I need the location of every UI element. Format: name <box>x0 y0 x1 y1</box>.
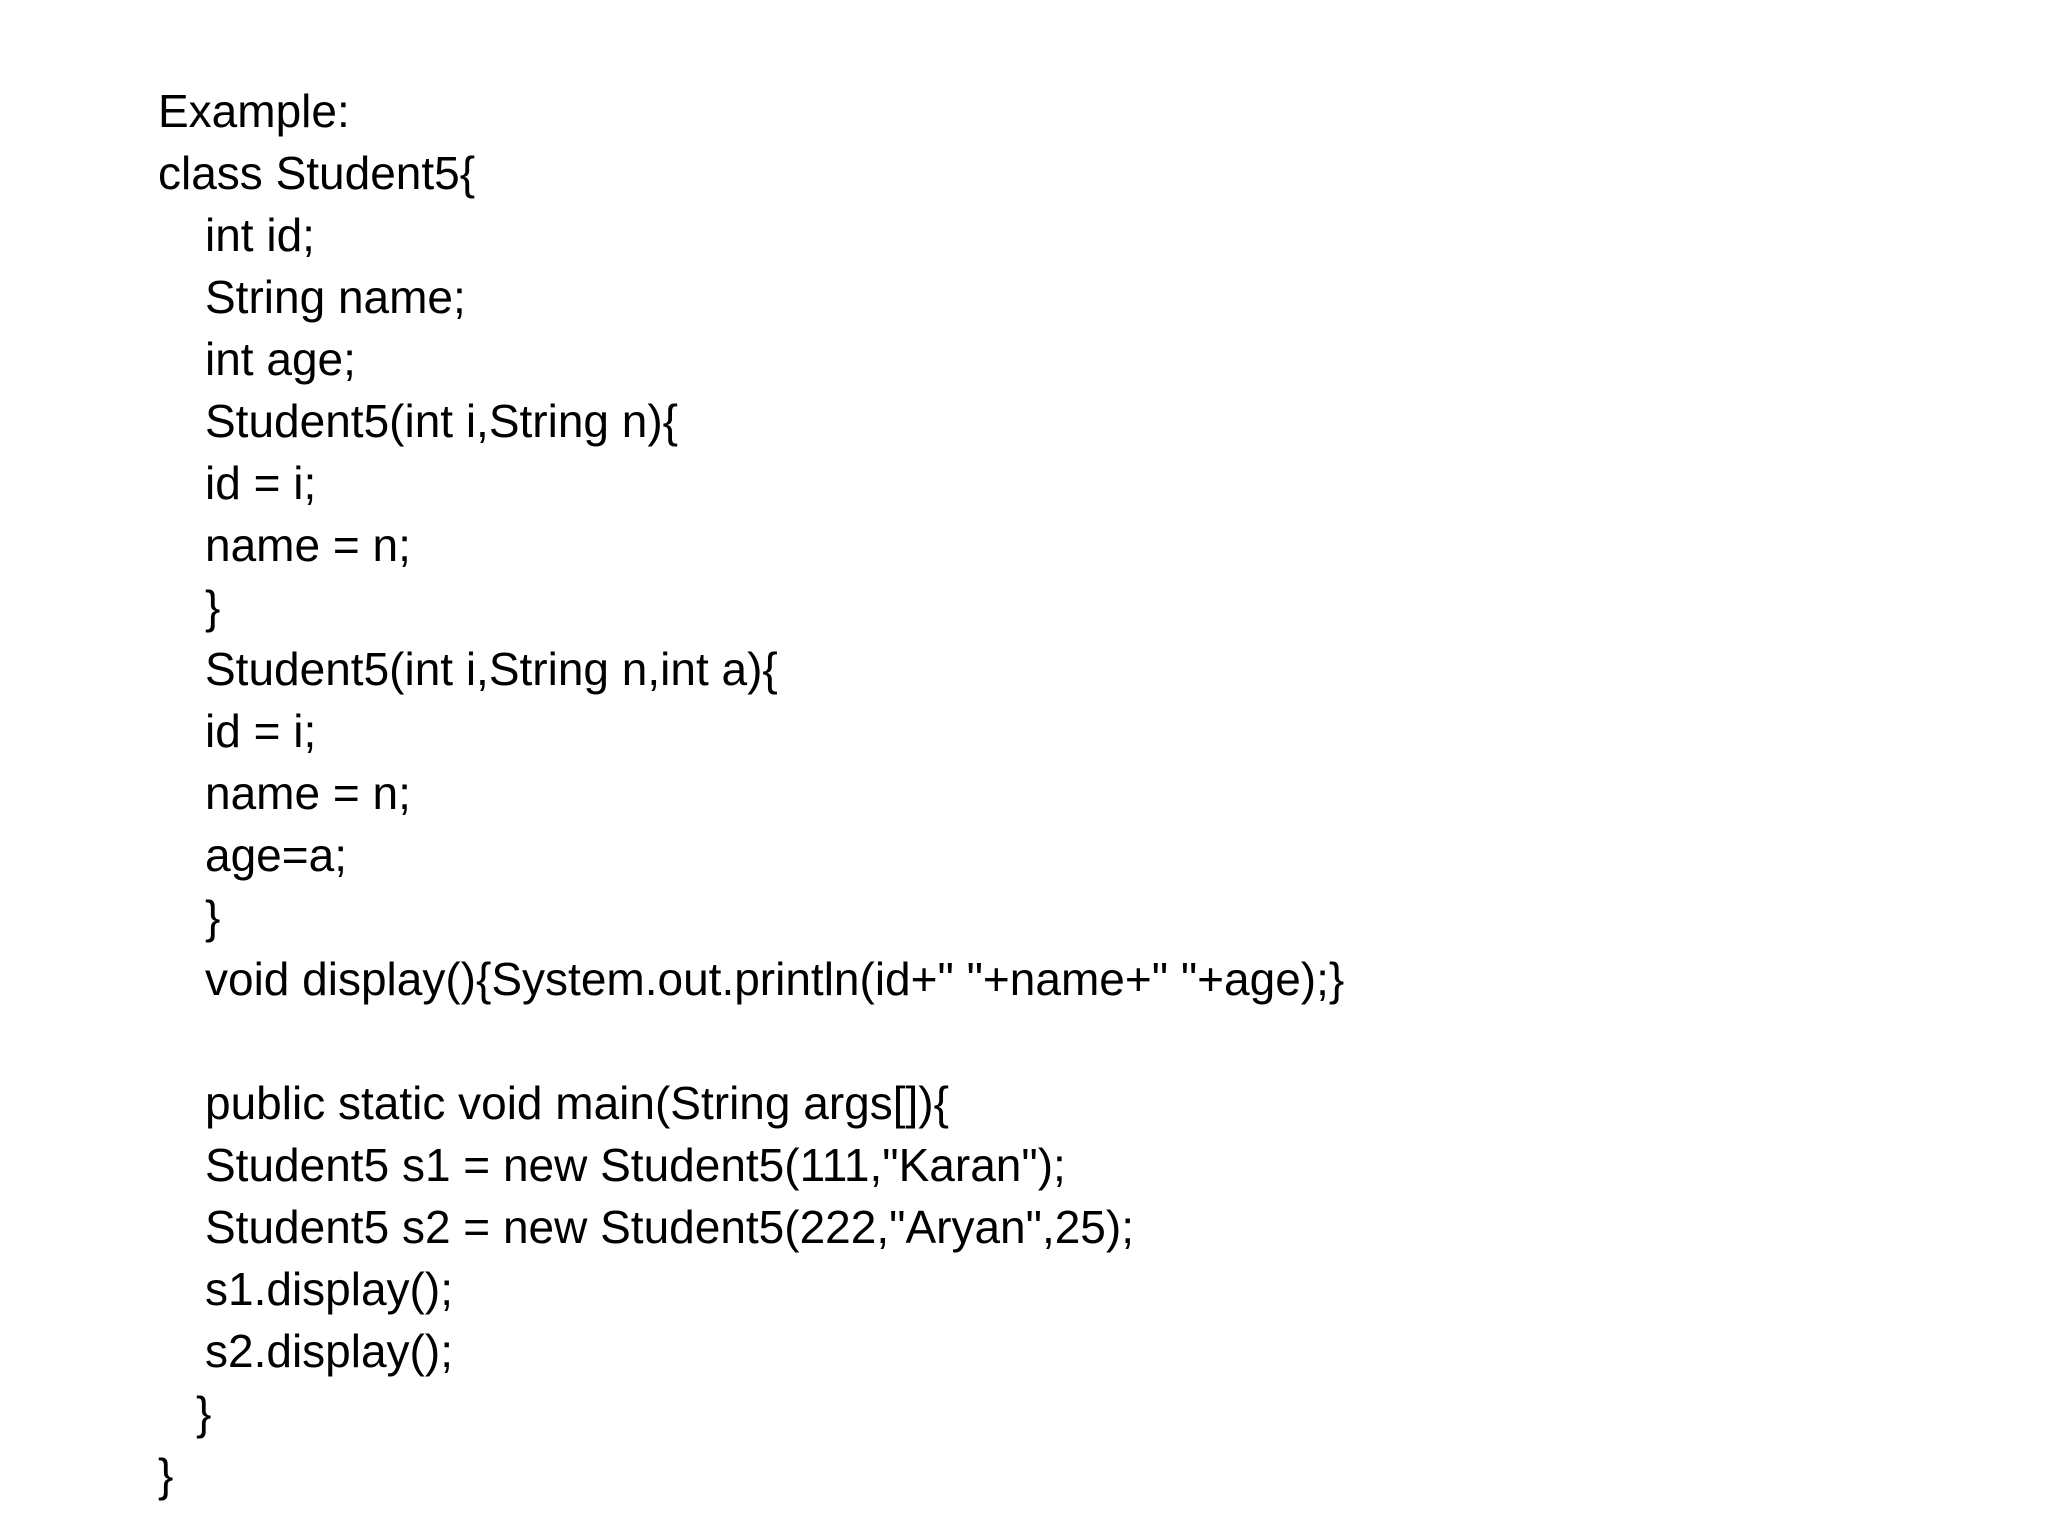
code-line-field-age: int age; <box>205 333 356 385</box>
code-line-assign-id: id = i; <box>205 457 317 509</box>
code-line-class-declaration: class Student5{ <box>158 147 476 199</box>
code-line-constructor-three-args: Student5(int i,String n,int a){ <box>205 643 778 695</box>
code-line-main-method: public static void main(String args[]){ <box>205 1077 949 1129</box>
code-line-display-method: void display(){System.out.println(id+" "… <box>205 953 1345 1005</box>
code-line-main-close-brace: } <box>196 1387 212 1439</box>
code-line-s2-display: s2.display(); <box>205 1325 453 1377</box>
code-line-assign-id: id = i; <box>205 705 317 757</box>
code-line-field-name: String name; <box>205 271 466 323</box>
code-line-close-brace: } <box>205 891 221 943</box>
code-line-blank <box>158 1010 1958 1072</box>
code-line-assign-age: age=a; <box>205 829 347 881</box>
code-line-close-brace: } <box>205 581 221 633</box>
code-line-create-s2: Student5 s2 = new Student5(222,"Aryan",2… <box>205 1201 1134 1253</box>
code-line-class-close-brace: } <box>158 1449 174 1501</box>
code-line-s1-display: s1.display(); <box>205 1263 453 1315</box>
code-line-assign-name: name = n; <box>205 767 411 819</box>
code-line-constructor-two-args: Student5(int i,String n){ <box>205 395 679 447</box>
code-example: Example: class Student5{ int id; String … <box>158 80 1958 1506</box>
code-line-create-s1: Student5 s1 = new Student5(111,"Karan"); <box>205 1139 1066 1191</box>
code-line-field-id: int id; <box>205 209 315 261</box>
code-line-assign-name: name = n; <box>205 519 411 571</box>
example-heading: Example: <box>158 85 350 137</box>
